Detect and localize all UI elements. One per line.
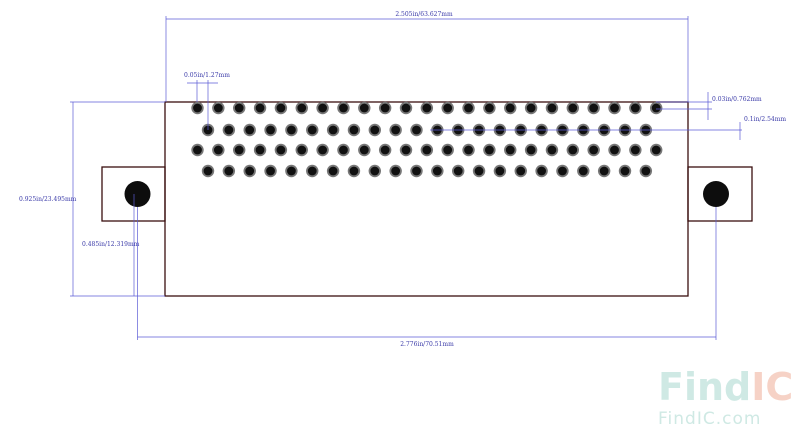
right-flange-outline [687,166,753,222]
pin-hole [401,145,411,155]
left-mounting-hole [124,181,151,207]
pitch-half-label: 0.05in/1.27mm [184,72,230,79]
pin-hole [401,103,411,113]
pin-hole [568,145,578,155]
pin-hole [422,145,432,155]
pin-hole [547,145,557,155]
pin-hole [526,145,536,155]
pin-hole [485,145,494,155]
row-pitch-label: 0.1in/2.54mm [744,116,786,123]
pin-hole [370,125,380,135]
pin-hole [359,103,369,113]
pin-hole [380,145,390,155]
pin-hole [432,166,442,176]
pin-hole [610,145,619,155]
pin-hole [370,166,380,176]
watermark-url: FindIC.com [658,409,761,429]
pin-hole [255,145,265,155]
pin-hole [505,145,515,155]
pin-hole [318,103,327,113]
pin-hole [453,166,463,176]
pin-hole [266,125,275,135]
row-offset-label: 0.03in/0.762mm [712,96,762,103]
pin-hole [412,166,421,176]
pin-hole [537,166,546,176]
pin-hole [651,103,661,113]
pin-hole [485,103,494,113]
watermark-logo-part1: Find [658,365,751,409]
pin-hole [328,166,338,176]
pin-hole [234,103,244,113]
pin-hole [203,166,213,176]
pin-hole [599,166,609,176]
right-mounting-hole [703,181,729,207]
pin-hole [526,103,536,113]
pin-hole [516,166,526,176]
pin-hole [568,103,578,113]
pin-hole [359,145,369,155]
pin-hole [234,145,244,155]
hole-height-label: 0.485in/12.319mm [82,241,140,248]
pin-hole [349,166,359,176]
pin-hole [630,103,640,113]
pin-hole [287,125,296,135]
overall-width-label: 2.505in/63.627mm [395,11,453,18]
pin-hole [630,145,640,155]
pin-hole [391,166,401,176]
pin-hole [651,145,661,155]
pin-hole [443,145,453,155]
pin-hole [505,103,515,113]
pin-hole [589,145,599,155]
pin-hole [297,145,307,155]
pin-hole [422,103,432,113]
pin-hole [641,166,651,176]
pin-hole [318,145,327,155]
pin-hole [276,103,286,113]
pin-hole [474,166,484,176]
pin-hole [380,103,390,113]
pin-hole [464,145,473,155]
pin-hole [412,125,421,135]
pin-hole [255,103,265,113]
pin-hole [547,103,557,113]
pin-hole [224,125,234,135]
pin-hole [558,166,567,176]
pin-hole [307,166,317,176]
watermark-logo: FindIC [658,365,793,409]
pin-array [191,101,663,178]
pin-hole [610,103,619,113]
pin-hole [443,103,453,113]
pin-hole [297,103,307,113]
pin-hole [391,125,401,135]
pin-hole [339,103,348,113]
pin-hole [245,166,255,176]
pin-hole [578,166,588,176]
pin-hole [224,166,234,176]
overall-height-label: 0.925in/23.495mm [19,196,77,203]
pin-hole [339,145,348,155]
pin-hole [245,125,255,135]
pin-hole [266,166,275,176]
pin-hole [213,103,223,113]
pin-hole [213,145,223,155]
pin-hole [620,166,630,176]
pin-hole [349,125,359,135]
hole-spacing-label: 2.776in/70.51mm [400,341,454,348]
pin-hole [276,145,286,155]
left-flange-outline [101,166,166,222]
pin-hole [464,103,473,113]
pin-hole [589,103,599,113]
pin-hole [495,166,505,176]
watermark-logo-part2: IC [751,365,793,409]
pin-hole [287,166,296,176]
pin-hole [193,145,202,155]
pin-hole [307,125,317,135]
pin-hole [193,103,202,113]
pin-hole [328,125,338,135]
